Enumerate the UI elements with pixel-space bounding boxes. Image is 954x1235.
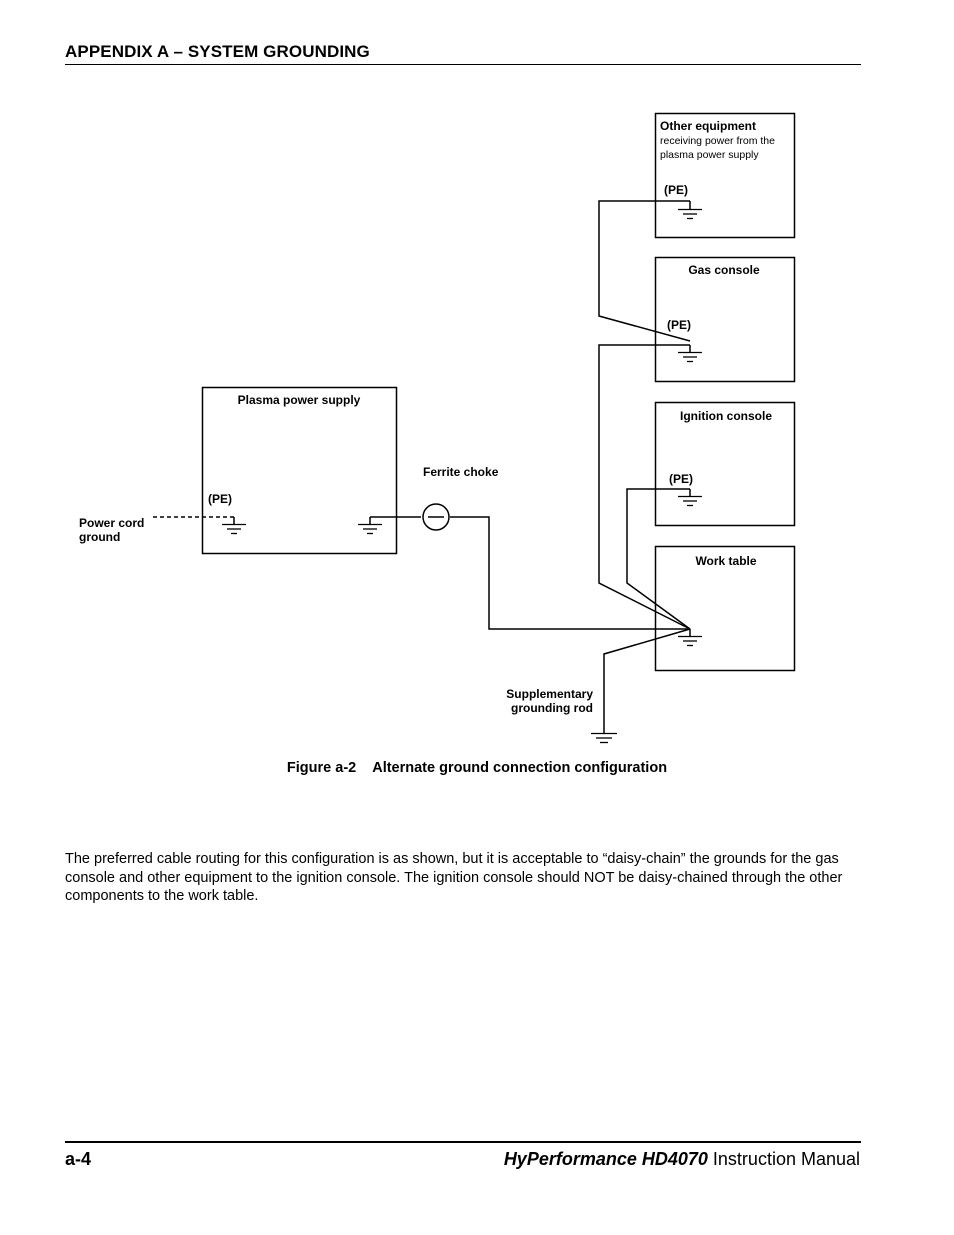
ground-symbol-icon xyxy=(222,523,246,535)
product-name: HyPerformance HD4070 xyxy=(503,1149,708,1169)
power-cord-ground-label: Power cord xyxy=(79,516,144,530)
figure-caption: Figure a-2 Alternate ground connection co… xyxy=(0,760,954,776)
footer-manual-title: HyPerformance HD4070 Instruction Manual xyxy=(504,1149,860,1170)
pe-label: (PE) xyxy=(664,183,688,197)
figure-number: Figure a-2 xyxy=(286,760,357,776)
work-table-box xyxy=(654,545,796,672)
ground-symbol-icon xyxy=(591,732,617,744)
pe-label: (PE) xyxy=(208,492,232,506)
header-rule xyxy=(65,64,861,65)
plasma-power-supply-box xyxy=(201,386,398,555)
ground-symbol-icon xyxy=(678,635,702,647)
cable-gas-to-worktable xyxy=(598,344,691,630)
ground-symbol-icon xyxy=(678,495,702,507)
gas-console-box xyxy=(654,256,796,383)
ignition-console-box xyxy=(654,401,796,527)
work-table-label: Work table xyxy=(695,554,756,568)
pe-label: (PE) xyxy=(669,472,693,486)
power-cord-ground-label: ground xyxy=(79,530,120,544)
footer-rule xyxy=(65,1141,861,1143)
other-equipment-label: Other equipment xyxy=(660,119,756,133)
ground-symbol-icon xyxy=(678,351,702,363)
pe-label: (PE) xyxy=(667,318,691,332)
grounding-diagram: Other equipment receiving power from the… xyxy=(79,112,796,744)
ferrite-choke-icon xyxy=(422,503,450,531)
figure-title: Alternate ground connection configuratio… xyxy=(372,760,668,776)
ignition-console-label: Ignition console xyxy=(680,409,772,423)
other-equipment-box xyxy=(654,112,796,239)
ferrite-choke-label: Ferrite choke xyxy=(423,465,499,479)
manual-label: Instruction Manual xyxy=(707,1149,860,1169)
other-equipment-sublabel: plasma power supply xyxy=(660,149,759,161)
cable-worktable-to-rod xyxy=(603,628,691,733)
cable-other-to-gas xyxy=(598,200,691,342)
page-header-title: APPENDIX A – SYSTEM GROUNDING xyxy=(65,42,370,61)
body-paragraph: The preferred cable routing for this con… xyxy=(65,851,843,904)
supplementary-rod-label: grounding rod xyxy=(511,701,593,715)
plasma-power-supply-label: Plasma power supply xyxy=(238,393,361,407)
other-equipment-sublabel: receiving power from the xyxy=(660,135,775,147)
cable-ignition-to-worktable xyxy=(626,488,691,630)
ground-symbol-icon xyxy=(678,208,702,220)
cable-choke-to-worktable xyxy=(450,516,690,630)
gas-console-label: Gas console xyxy=(688,263,760,277)
supplementary-rod-label: Supplementary xyxy=(506,687,593,701)
page-number: a-4 xyxy=(65,1149,92,1169)
ground-symbol-icon xyxy=(358,523,382,535)
